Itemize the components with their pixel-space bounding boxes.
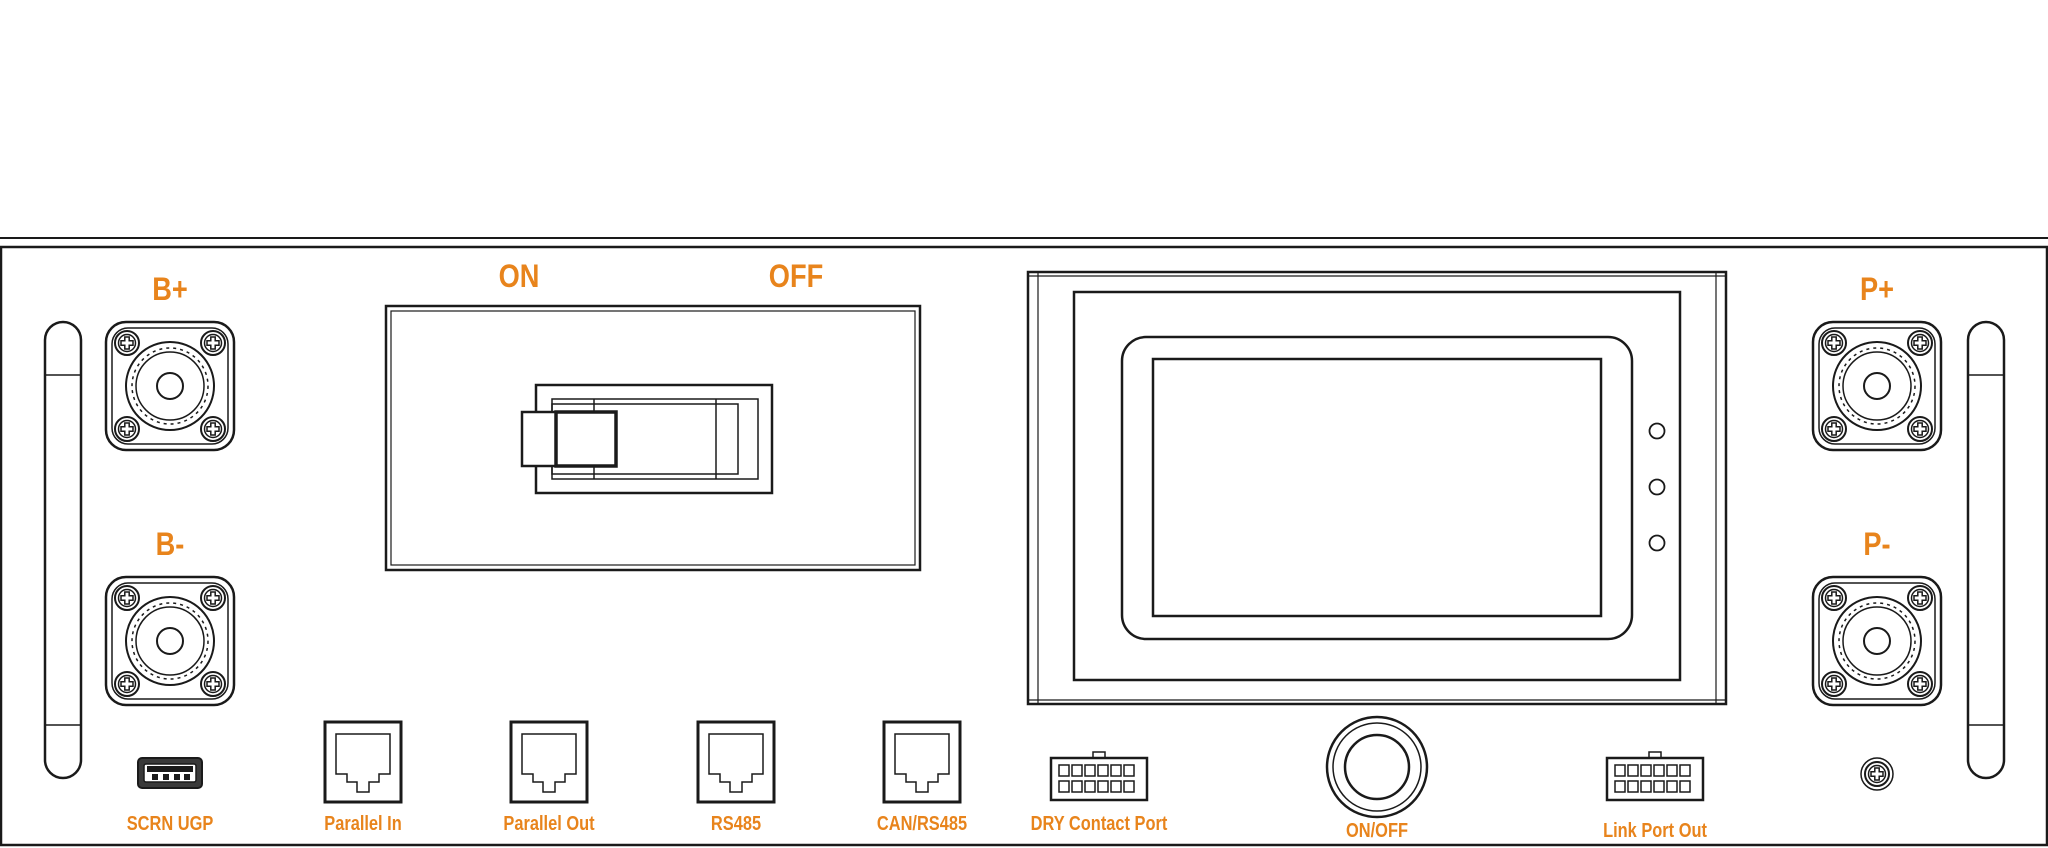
usb-port-icon[interactable] — [137, 757, 203, 789]
parallel-in-label: Parallel In — [324, 813, 402, 835]
p-minus-label: P- — [1863, 526, 1891, 562]
power-button-icon[interactable] — [1325, 715, 1429, 819]
parallel-in-port-icon[interactable] — [323, 720, 403, 804]
dry-contact-port-icon[interactable] — [1049, 750, 1149, 802]
rs485-label: RS485 — [710, 813, 762, 835]
rs485-port-icon[interactable] — [696, 720, 776, 804]
link-port-out-icon[interactable] — [1605, 750, 1705, 802]
ground-screw-icon — [1860, 757, 1894, 791]
p-minus-terminal-icon[interactable] — [1813, 577, 1941, 705]
indicator-led-2 — [1648, 478, 1666, 496]
parallel-out-label: Parallel Out — [503, 813, 595, 835]
left-handle-icon[interactable] — [43, 320, 83, 780]
lcd-screen[interactable] — [1151, 357, 1603, 618]
breaker-switch[interactable] — [384, 304, 922, 572]
can-rs485-port-icon[interactable] — [882, 720, 962, 804]
breaker-on-label: ON — [498, 258, 540, 294]
b-minus-label: B- — [155, 526, 185, 562]
indicator-led-1 — [1648, 422, 1666, 440]
usb-port-label: SCRN UGP — [126, 813, 214, 835]
p-plus-terminal-icon[interactable] — [1813, 322, 1941, 450]
parallel-out-port-icon[interactable] — [509, 720, 589, 804]
breaker-off-label: OFF — [768, 258, 824, 294]
chassis-outline — [0, 237, 2048, 847]
link-port-out-label: Link Port Out — [1603, 820, 1707, 842]
indicator-led-3 — [1648, 534, 1666, 552]
breaker-lever[interactable] — [520, 410, 618, 468]
p-plus-label: P+ — [1859, 271, 1895, 307]
display-module — [1026, 270, 1728, 706]
power-button-label: ON/OFF — [1346, 820, 1408, 842]
dry-contact-label: DRY Contact Port — [1030, 813, 1168, 835]
can-rs485-label: CAN/RS485 — [876, 813, 968, 835]
right-handle-icon[interactable] — [1966, 320, 2006, 780]
b-plus-label: B+ — [152, 271, 188, 307]
b-minus-terminal-icon[interactable] — [106, 577, 234, 705]
b-plus-terminal-icon[interactable] — [106, 322, 234, 450]
